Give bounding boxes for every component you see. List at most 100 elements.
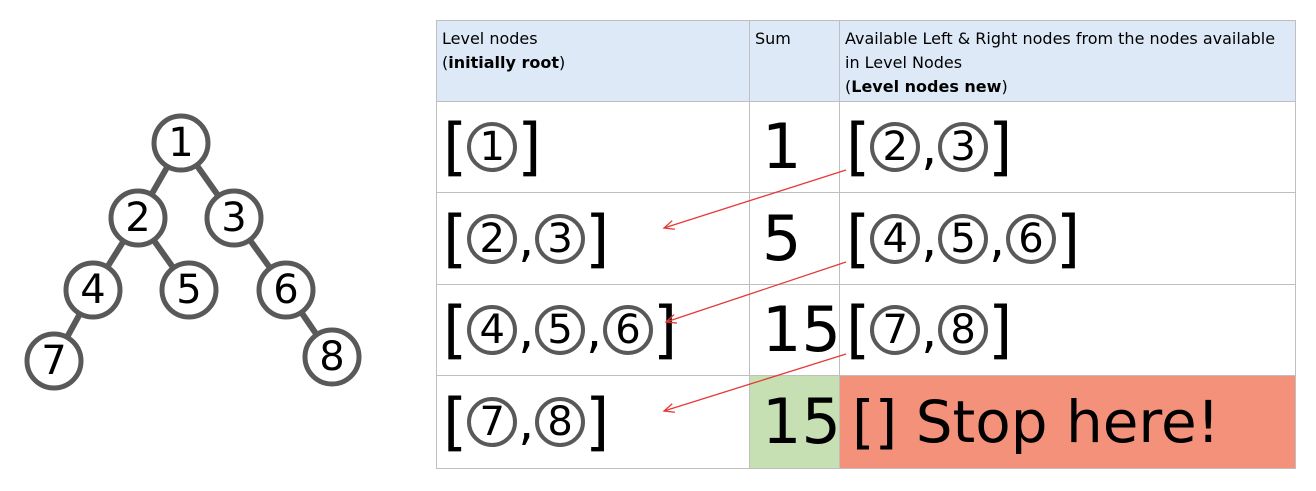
available-nodes-header-title: Available Left & Right nodes from the no… — [845, 29, 1276, 72]
tree-node-circle — [204, 188, 264, 248]
comma: , — [989, 209, 1006, 268]
close-bracket: ] — [517, 110, 542, 183]
stop-cell: [] Stop here! — [839, 375, 1296, 469]
tree-node-circle — [151, 113, 211, 173]
sum-cell: 5 — [749, 192, 840, 285]
node-circle-5: 5 — [938, 213, 989, 264]
open-bracket: [ — [443, 110, 468, 183]
close-bracket: ] — [585, 201, 610, 275]
node-circle-8: 8 — [938, 305, 989, 355]
tree-node-label: 4 — [80, 267, 105, 313]
comma: , — [921, 209, 938, 268]
tree-node-label: 8 — [319, 334, 344, 380]
tree-node-label: 7 — [41, 338, 66, 384]
next-nodes-cell: [4,5,6] — [839, 192, 1296, 285]
close-bracket: ] — [988, 110, 1013, 183]
binary-tree-diagram: 12 3 4 5 6 7 8 — [24, 113, 362, 391]
tree-node-8: 8 — [302, 327, 362, 387]
open-bracket: [ — [443, 385, 468, 458]
node-circle-6: 6 — [1006, 213, 1057, 264]
tree-node-circle — [63, 260, 123, 320]
node-circle-4: 4 — [467, 305, 518, 355]
final-sum-value: 15 — [762, 385, 840, 458]
tree-node-4: 4 — [63, 260, 123, 320]
sum-value: 5 — [762, 201, 802, 275]
table-row: [4,5,6] 15 [7,8] — [436, 284, 1296, 376]
level-nodes-header-bold: initially root — [448, 53, 560, 72]
level-nodes-header-close: ) — [559, 53, 566, 72]
open-bracket: [ — [443, 201, 468, 275]
level-nodes-cell: [7,8] — [436, 375, 750, 469]
final-sum-cell: 15 — [749, 375, 840, 469]
tree-node-1: 1 — [151, 113, 211, 173]
tree-node-label: 6 — [273, 267, 298, 313]
close-bracket: ] — [653, 293, 678, 366]
comma: , — [518, 393, 535, 451]
tree-node-circle — [159, 260, 219, 320]
node-sequence: [4,5,6] — [846, 194, 1295, 284]
sum-header: Sum — [749, 20, 840, 102]
tree-node-label: 3 — [221, 195, 246, 241]
tree-node-circle — [108, 188, 168, 248]
open-bracket: [ — [846, 201, 871, 275]
comma: , — [518, 301, 535, 359]
node-sequence: [7,8] — [443, 377, 749, 468]
level-nodes-cell: [4,5,6] — [436, 284, 750, 376]
tree-node-6: 6 — [256, 260, 316, 320]
node-circle-4: 4 — [870, 213, 921, 264]
level-nodes-header-title: Level nodes — [442, 29, 538, 48]
table-row: [7,8] 15 [] Stop here! — [436, 375, 1296, 469]
node-circle-7: 7 — [467, 397, 518, 447]
sum-cell: 15 — [749, 284, 840, 376]
sum-cell: 1 — [749, 101, 840, 193]
tree-node-7: 7 — [24, 331, 84, 391]
tree-node-2: 2 — [108, 188, 168, 248]
node-circle-8: 8 — [535, 397, 586, 447]
node-sequence: [4,5,6] — [443, 286, 749, 375]
level-nodes-header-open: ( — [442, 53, 449, 72]
node-circle-5: 5 — [535, 305, 586, 355]
node-circle-7: 7 — [870, 305, 921, 355]
stop-here-text: [] Stop here! — [852, 388, 1220, 456]
bfs-level-sum-table: Level nodes (initially root) Sum Availab… — [436, 20, 1296, 469]
available-nodes-header-close: ) — [1001, 77, 1008, 96]
node-circle-6: 6 — [603, 305, 654, 355]
table-row: [2,3] 5 [4,5,6] — [436, 192, 1296, 285]
node-circle-1: 1 — [467, 122, 518, 172]
close-bracket: ] — [585, 385, 610, 458]
sum-header-title: Sum — [755, 29, 791, 48]
table-row: [1] 1 [2,3] — [436, 101, 1296, 193]
available-nodes-header: Available Left & Right nodes from the no… — [839, 20, 1296, 102]
node-sequence: [2,3] — [443, 194, 749, 284]
node-sequence: [2,3] — [846, 103, 1295, 192]
tree-node-circle — [302, 327, 362, 387]
tree-node-label: 5 — [176, 267, 201, 313]
comma: , — [921, 118, 938, 176]
comma: , — [586, 301, 603, 359]
close-bracket: ] — [1056, 201, 1081, 275]
available-nodes-header-open: ( — [845, 77, 852, 96]
tree-node-circle — [24, 331, 84, 391]
node-sequence: [7,8] — [846, 286, 1295, 375]
close-bracket: ] — [988, 293, 1013, 366]
sum-value: 1 — [762, 110, 802, 183]
level-nodes-header: Level nodes (initially root) — [436, 20, 750, 102]
level-nodes-cell: [2,3] — [436, 192, 750, 285]
next-nodes-cell: [7,8] — [839, 284, 1296, 376]
tree-node-circle — [256, 260, 316, 320]
node-circle-3: 3 — [535, 213, 586, 264]
comma: , — [921, 301, 938, 359]
level-nodes-cell: [1] — [436, 101, 750, 193]
tree-node-3: 3 — [204, 188, 264, 248]
available-nodes-header-bold: Level nodes new — [851, 77, 1002, 96]
node-sequence: [1] — [443, 103, 749, 192]
tree-node-label: 1 — [168, 120, 193, 166]
open-bracket: [ — [846, 293, 871, 366]
table-header-row: Level nodes (initially root) Sum Availab… — [436, 20, 1296, 102]
node-circle-2: 2 — [467, 213, 518, 264]
open-bracket: [ — [443, 293, 468, 366]
open-bracket: [ — [846, 110, 871, 183]
tree-node-label: 2 — [125, 195, 150, 241]
node-circle-3: 3 — [938, 122, 989, 172]
node-circle-2: 2 — [870, 122, 921, 172]
